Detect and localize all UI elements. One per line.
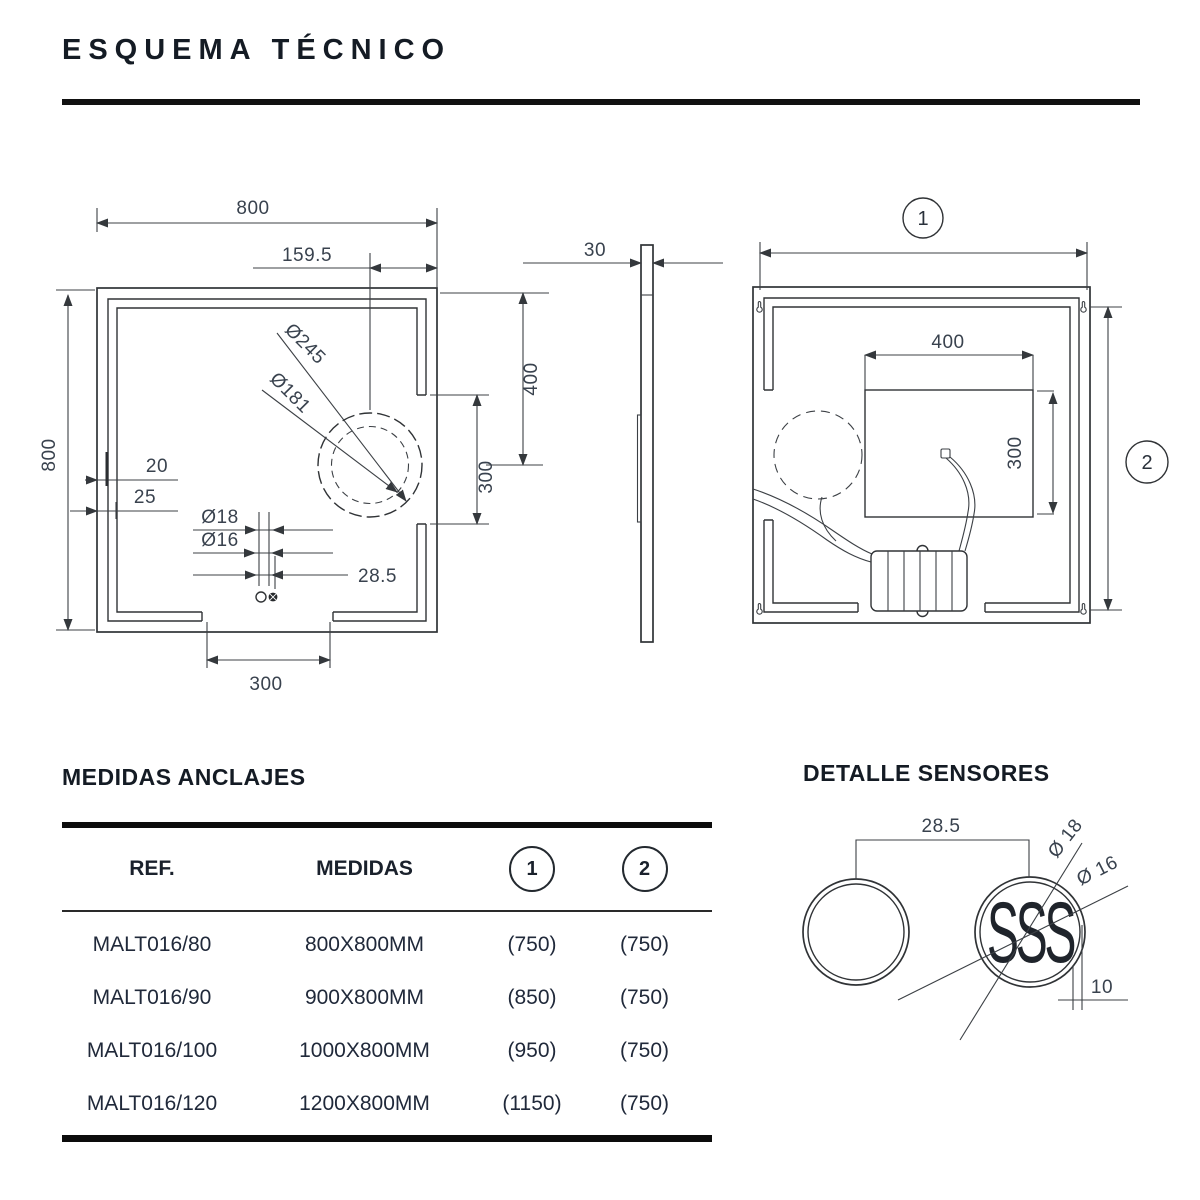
led-strip-outer (107, 298, 427, 622)
cell-medidas: 900X800MM (304, 985, 425, 1009)
detail-leader-18 (959, 842, 1083, 1041)
page-title: ESQUEMA TÉCNICO (62, 34, 452, 66)
cell-anchor2: (750) (619, 985, 670, 1009)
side-view: 30 (523, 240, 723, 643)
driver-box (870, 544, 968, 618)
dim-inset-inner: 25 (134, 487, 156, 508)
cell-ref: MALT016/80 (92, 932, 212, 956)
dim-width: 800 (236, 198, 269, 219)
cell-medidas: 1200X800MM (299, 1091, 430, 1115)
cell-medidas: 1000X800MM (299, 1038, 430, 1062)
magnifier-outer-circle (317, 412, 423, 518)
dim-side-gap: 300 (476, 460, 497, 493)
cell-medidas: 800X800MM (304, 932, 425, 956)
magnifier-rear-circle (773, 410, 863, 500)
antifog-symbol: SSS (987, 884, 1075, 980)
dim-magnifier-outer: Ø245 (280, 320, 329, 369)
dim-sensor-spacing: 28.5 (358, 566, 397, 587)
cable-junction (940, 448, 951, 459)
header-medidas: MEDIDAS (316, 857, 413, 880)
sensor-detail-right-inner (979, 881, 1081, 983)
anchor-2-number: 2 (1141, 452, 1152, 474)
dim-bottom-gap: 300 (249, 674, 282, 695)
cell-anchor1: (850) (507, 985, 557, 1009)
cables (752, 456, 976, 563)
sensors-detail: SSS 28.5 Ø 18 Ø 16 10 (802, 815, 1129, 1041)
sensor-detail-right-outer (974, 876, 1086, 988)
anchors-table: REF. MEDIDAS 1 2 MALT016/80 800X800MM (7… (62, 822, 712, 1142)
sensor-detail-left-inner (807, 883, 905, 981)
cell-anchor2: (750) (619, 1038, 670, 1062)
dim-sensor-outer: Ø18 (201, 507, 238, 528)
rear-strip-outer (763, 297, 1080, 613)
anchor-2-bubble (1125, 440, 1169, 484)
title-rule (62, 99, 1140, 105)
detail-leader-16 (897, 885, 1129, 1001)
table-row: MALT016/120 1200X800MM (1150) (750) (62, 1077, 712, 1130)
magnifier-bump (636, 414, 642, 523)
led-strip-inner (116, 307, 418, 613)
cell-anchor1: (750) (507, 932, 557, 956)
keyhole-slot-icons (756, 301, 1087, 615)
detail-dim-spacing: 28.5 (922, 816, 961, 837)
rear-view: 1 2 400 300 (752, 197, 1169, 624)
dim-pad-height: 300 (1005, 436, 1026, 469)
antifog-pad (864, 389, 1034, 518)
cell-anchor2: (750) (619, 932, 670, 956)
detail-dim-offset: 10 (1091, 977, 1113, 998)
magnifier-outer-leader (276, 332, 407, 502)
table-row: MALT016/90 900X800MM (850) (750) (62, 971, 712, 1024)
side-profile (640, 244, 654, 643)
cell-anchor2: (750) (619, 1091, 670, 1115)
magnifier-inner-circle (330, 425, 410, 505)
table-row: MALT016/80 800X800MM (750) (750) (62, 918, 712, 971)
detail-dim-inner: Ø 16 (1073, 852, 1121, 890)
dim-height: 800 (39, 438, 60, 471)
dim-thickness: 30 (584, 240, 606, 261)
cell-anchor1: (1150) (502, 1091, 562, 1115)
sensor-detail-left-outer (802, 878, 910, 986)
front-view: Ø245 Ø181 800 159.5 800 400 300 (39, 198, 549, 695)
magnifier-inner-leader (261, 389, 398, 493)
header-ref: REF. (129, 857, 175, 880)
anchors-table-title: MEDIDAS ANCLAJES (62, 764, 306, 790)
table-rule-top (62, 822, 712, 828)
rear-strip-caps (764, 389, 986, 612)
table-rule-bottom (62, 1135, 712, 1142)
detail-dim-outer: Ø 18 (1044, 815, 1087, 862)
anchor-1-bubble (902, 197, 944, 239)
anchor-1-number: 1 (917, 208, 928, 230)
rear-strip-inner (772, 306, 1071, 604)
cell-ref: MALT016/100 (86, 1038, 218, 1062)
dim-pad-width: 400 (931, 332, 964, 353)
table-header-row: REF. MEDIDAS 1 2 (62, 828, 712, 910)
dim-inset-outer: 20 (146, 456, 168, 477)
cell-anchor1: (950) (507, 1038, 557, 1062)
header-anchor-1-badge: 1 (509, 846, 555, 892)
table-rule-header (62, 910, 712, 912)
table-row: MALT016/100 1000X800MM (950) (750) (62, 1024, 712, 1077)
dim-top-to-center: 400 (521, 362, 542, 395)
cell-ref: MALT016/120 (86, 1091, 218, 1115)
dim-magnifier-inner: Ø181 (265, 369, 314, 418)
led-strip-caps (201, 394, 426, 621)
dim-sensor-inner: Ø16 (201, 530, 238, 551)
cell-ref: MALT016/90 (92, 985, 212, 1009)
dim-center-offset: 159.5 (282, 245, 332, 266)
header-anchor-2-badge: 2 (621, 846, 668, 892)
rear-outline (752, 286, 1091, 624)
sensors-detail-title: DETALLE SENSORES (803, 760, 1050, 786)
sensor-hole-icon (255, 591, 267, 603)
mirror-outline (96, 287, 438, 633)
